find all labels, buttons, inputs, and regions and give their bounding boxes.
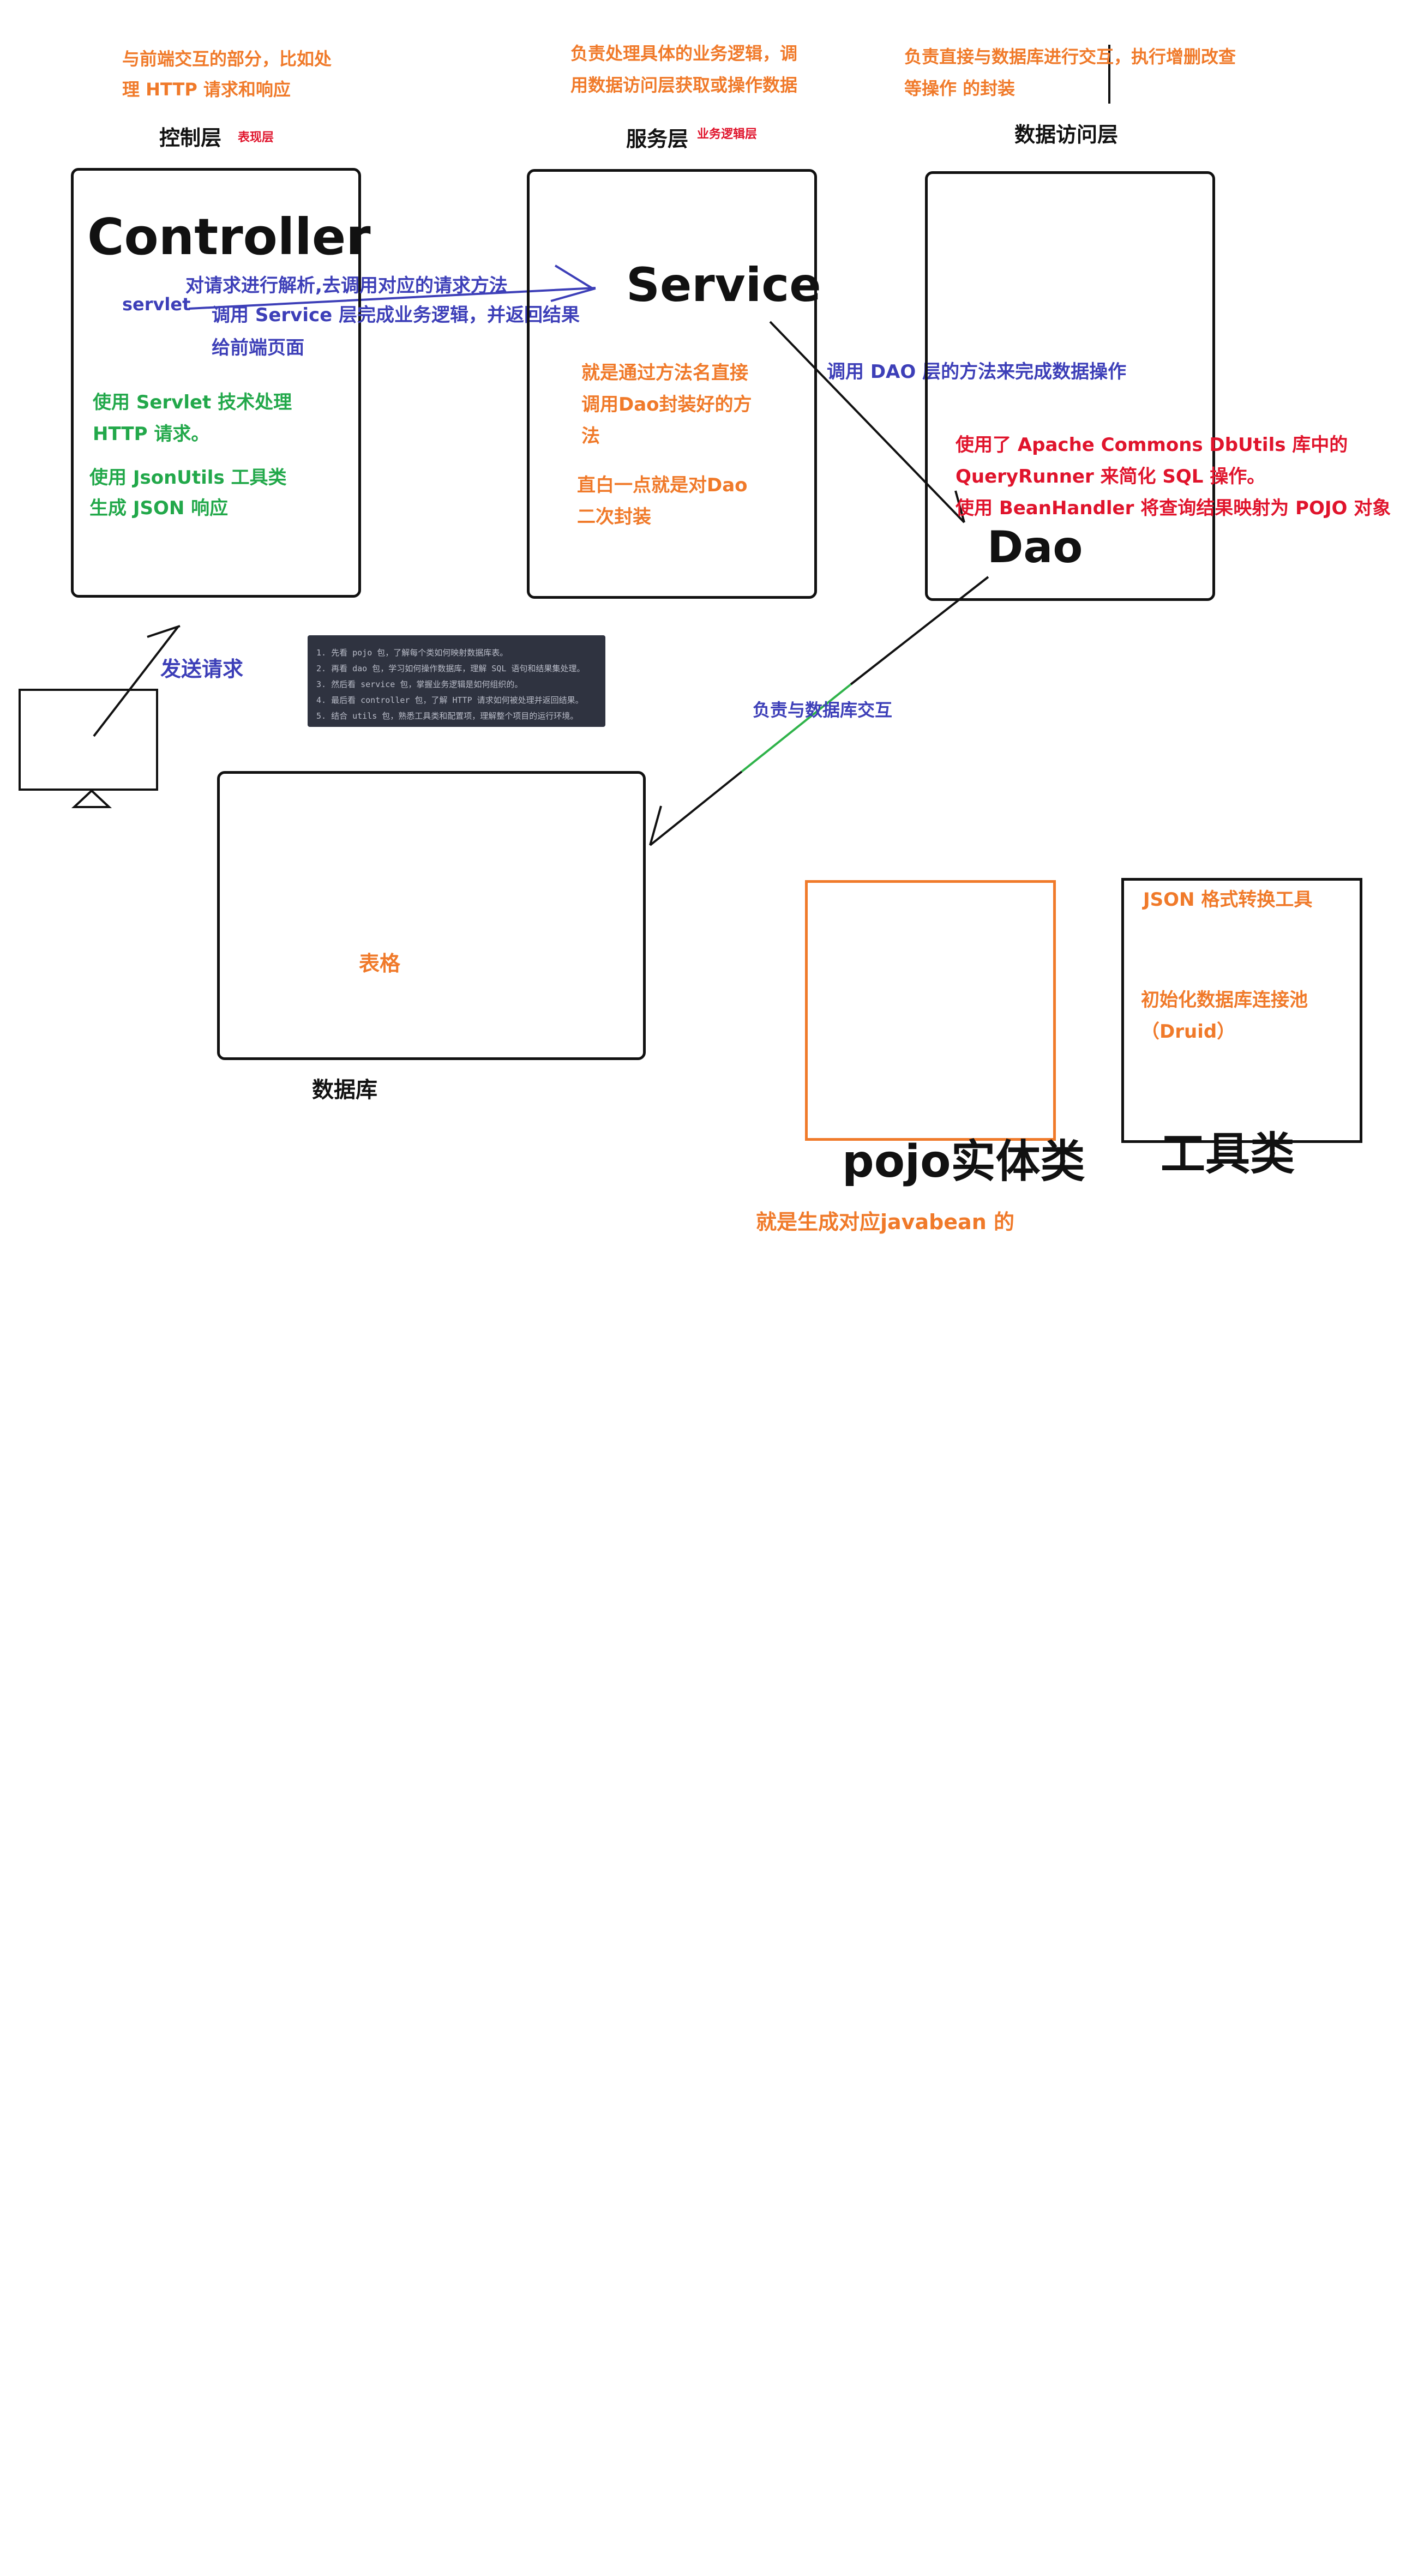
controller-box [71, 168, 361, 598]
database-box [217, 771, 646, 1060]
service-desc2-line2: 二次封装 [577, 506, 651, 528]
dao-box [925, 171, 1215, 601]
code-note-line: 5. 结合 utils 包，熟悉工具类和配置项，理解整个项目的运行环境。 [316, 711, 579, 721]
service-layer-caption: 服务层 [626, 127, 689, 151]
service-title: Service [626, 258, 821, 312]
service-desc1-line1: 就是通过方法名直接 [581, 362, 748, 384]
dao-to-database-line [850, 576, 989, 685]
service-box [527, 169, 817, 599]
pojo-caption: pojo实体类 [842, 1136, 1085, 1188]
database-arrow-head [649, 771, 743, 846]
dao-red-note-line2: QueryRunner 来简化 SQL 操作。 [956, 466, 1266, 487]
send-request-arrow [93, 625, 181, 737]
controller-flow-line3: 给前端页面 [212, 337, 304, 359]
controller-servlet-note-line1: 使用 Servlet 技术处理 [93, 392, 292, 413]
code-reading-order-note: 1. 先看 pojo 包，了解每个类如何映射数据库表。 2. 再看 dao 包，… [308, 635, 605, 727]
code-note-line: 4. 最后看 controller 包，了解 HTTP 请求如何被处理并返回结果… [316, 695, 584, 705]
utils-box [1121, 878, 1362, 1143]
controller-layer-caption: 控制层 [159, 126, 222, 150]
controller-layer-tag: 表现层 [238, 131, 274, 145]
dao-red-note-line3: 使用 BeanHandler 将查询结果映射为 POJO 对象 [956, 497, 1391, 519]
controller-flow-line2: 调用 Service 层完成业务逻辑，并返回结果 [212, 304, 580, 326]
dao-note-line1: 负责直接与数据库进行交互，执行增删改查 [904, 46, 1236, 67]
dao-note-line2: 等操作 的封装 [904, 78, 1016, 99]
controller-json-note-line1: 使用 JsonUtils 工具类 [89, 467, 287, 489]
controller-note-line2: 理 HTTP 请求和响应 [122, 79, 291, 100]
utils-caption: 工具类 [1161, 1128, 1295, 1180]
service-desc2-line1: 直白一点就是对Dao [577, 474, 748, 496]
service-note-line1: 负责处理具体的业务逻辑，调 [570, 43, 798, 64]
database-caption: 数据库 [312, 1078, 377, 1103]
utils-pool-line1: 初始化数据库连接池 [1141, 989, 1308, 1011]
client-monitor-icon [19, 689, 158, 791]
controller-note-line1: 与前端交互的部分，比如处 [122, 49, 332, 69]
pojo-box [805, 880, 1056, 1141]
service-call-dao-label: 调用 DAO 层的方法来完成数据操作 [827, 361, 1127, 383]
service-desc1-line2: 调用Dao封装好的方 [581, 394, 752, 416]
controller-json-note-line2: 生成 JSON 响应 [89, 497, 229, 519]
database-interaction-label: 负责与数据库交互 [753, 700, 893, 720]
pojo-note: 就是生成对应javabean 的 [756, 1210, 1014, 1234]
servlet-label: servlet [122, 294, 191, 315]
utils-pool-line2: （Druid） [1141, 1021, 1236, 1043]
service-to-dao-line [769, 321, 965, 523]
dao-to-database-line-green [741, 683, 852, 773]
service-layer-tag: 业务逻辑层 [697, 128, 758, 141]
service-note-line2: 用数据访问层获取或操作数据 [570, 75, 798, 95]
controller-title: Controller [87, 208, 371, 266]
utils-json-tool-label: JSON 格式转换工具 [1143, 889, 1313, 911]
send-request-label: 发送请求 [160, 657, 244, 681]
dao-red-note-line1: 使用了 Apache Commons DbUtils 库中的 [956, 434, 1348, 456]
service-desc1-line3: 法 [581, 425, 600, 447]
client-monitor-stand-icon [71, 789, 112, 808]
controller-flow-line1: 对请求进行解析,去调用对应的请求方法 [185, 275, 508, 297]
code-note-line: 3. 然后看 service 包，掌握业务逻辑是如何组织的。 [316, 679, 523, 689]
dao-title: Dao [987, 522, 1083, 573]
database-table-label: 表格 [359, 952, 401, 976]
dao-layer-caption: 数据访问层 [1014, 123, 1119, 147]
controller-servlet-note-line2: HTTP 请求。 [93, 423, 210, 445]
code-note-line: 1. 先看 pojo 包，了解每个类如何映射数据库表。 [316, 648, 508, 658]
code-note-line: 2. 再看 dao 包，学习如何操作数据库，理解 SQL 语句和结果集处理。 [316, 664, 585, 673]
